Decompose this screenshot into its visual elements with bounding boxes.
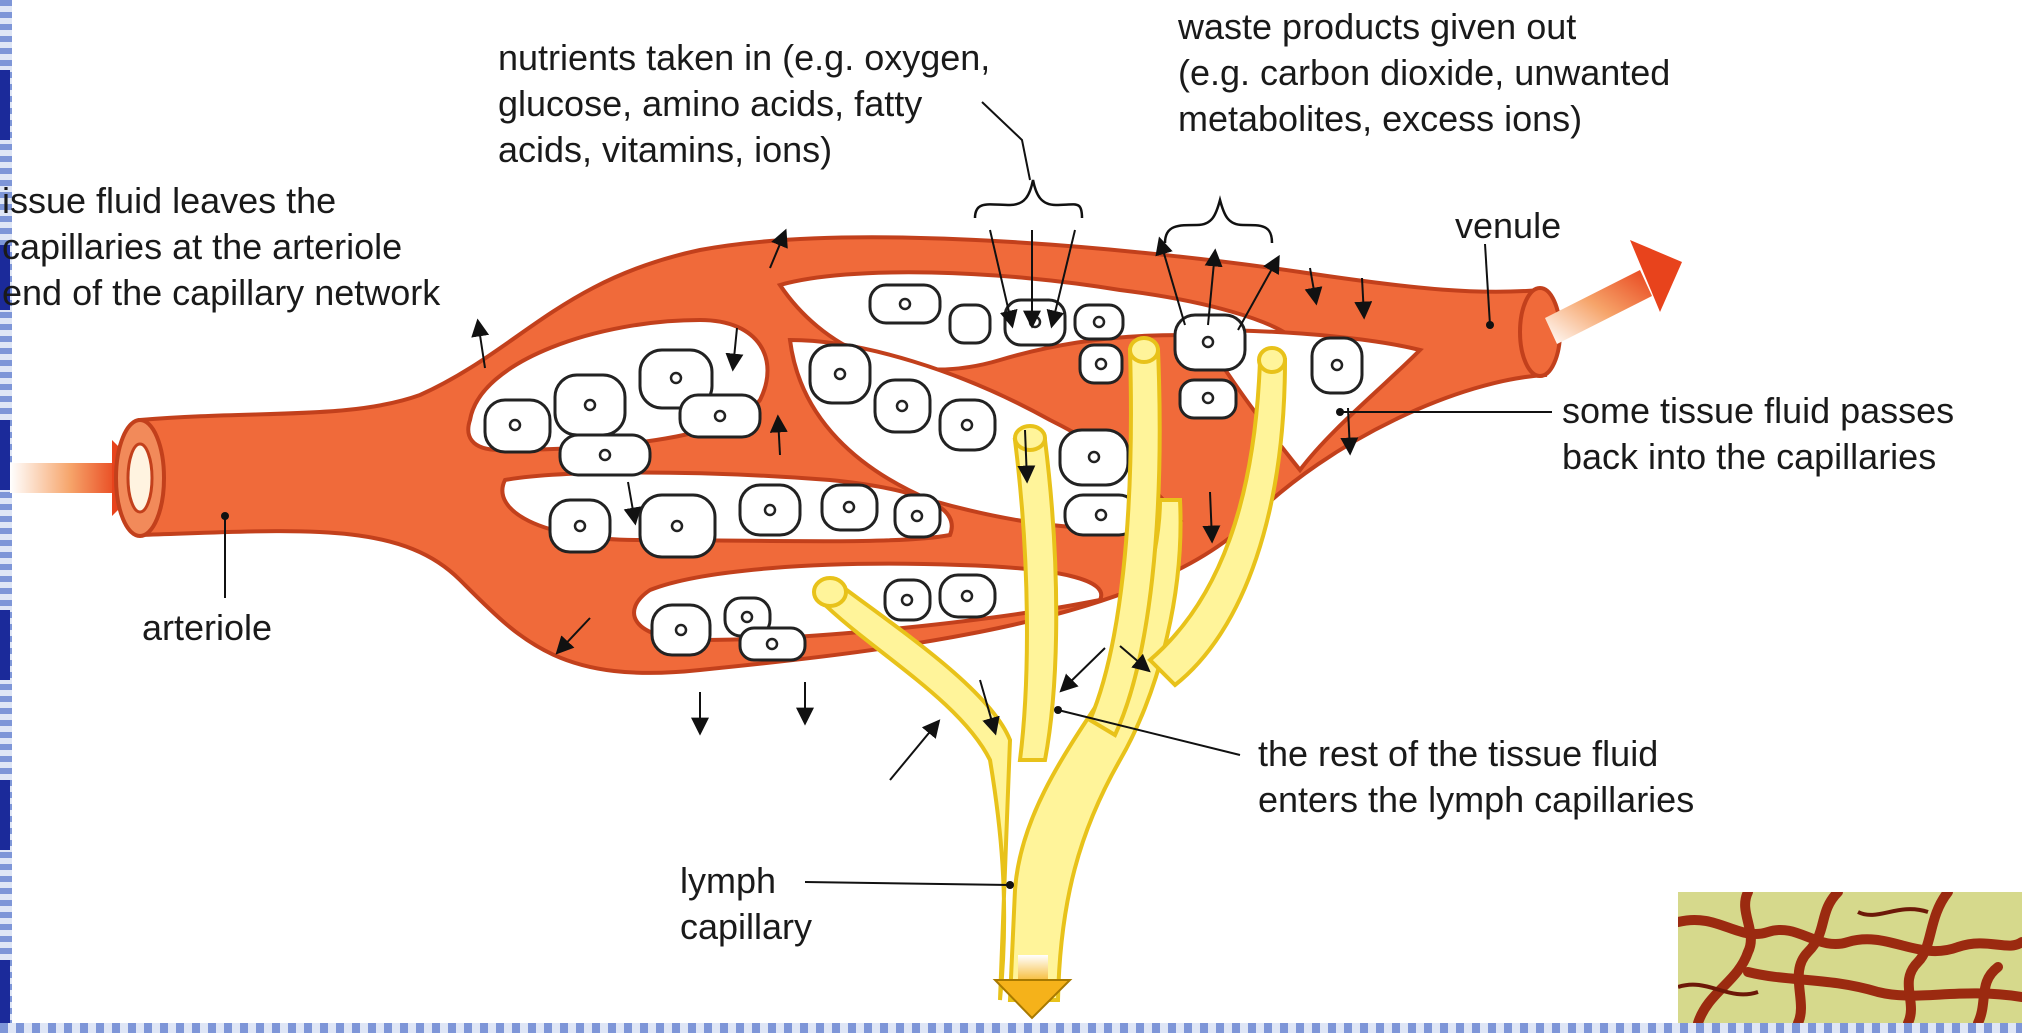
blood-out-arrow xyxy=(1545,240,1682,344)
nutrients-label-line: glucose, amino acids, fatty xyxy=(498,81,990,127)
arteriole-lumen xyxy=(128,444,152,512)
waste-label: waste products given out (e.g. carbon di… xyxy=(1178,4,1670,142)
capillary-micrograph xyxy=(1678,892,2022,1023)
tissue-fluid-leaves-line: capillaries at the arteriole xyxy=(2,224,440,270)
nutrients-brace xyxy=(975,180,1082,218)
waste-label-line: waste products given out xyxy=(1178,4,1670,50)
lymph-capillary-line: lymph xyxy=(680,858,812,904)
passes-back-label: some tissue fluid passes back into the c… xyxy=(1562,388,1954,480)
rest-enters-line: enters the lymph capillaries xyxy=(1258,777,1694,823)
tissue-fluid-leaves-label: issue fluid leaves the capillaries at th… xyxy=(2,178,440,316)
tissue-fluid-leaves-line: issue fluid leaves the xyxy=(2,178,440,224)
passes-back-line: some tissue fluid passes xyxy=(1562,388,1954,434)
rest-enters-lymph-label: the rest of the tissue fluid enters the … xyxy=(1258,731,1694,823)
tissue-fluid-leaves-line: end of the capillary network xyxy=(2,270,440,316)
lymph-capillary-line: capillary xyxy=(680,904,812,950)
rest-enters-line: the rest of the tissue fluid xyxy=(1258,731,1694,777)
nutrients-label-line: nutrients taken in (e.g. oxygen, xyxy=(498,35,990,81)
nutrients-label: nutrients taken in (e.g. oxygen, glucose… xyxy=(498,35,990,173)
micrograph-image xyxy=(1678,892,2022,1023)
nutrients-label-line: acids, vitamins, ions) xyxy=(498,127,990,173)
passes-back-line: back into the capillaries xyxy=(1562,434,1954,480)
venule-label: venule xyxy=(1455,203,1561,249)
waste-brace xyxy=(1165,200,1272,243)
waste-label-line: metabolites, excess ions) xyxy=(1178,96,1670,142)
waste-label-line: (e.g. carbon dioxide, unwanted xyxy=(1178,50,1670,96)
arteriole-label: arteriole xyxy=(142,605,272,651)
lymph-capillary-label: lymph capillary xyxy=(680,858,812,950)
